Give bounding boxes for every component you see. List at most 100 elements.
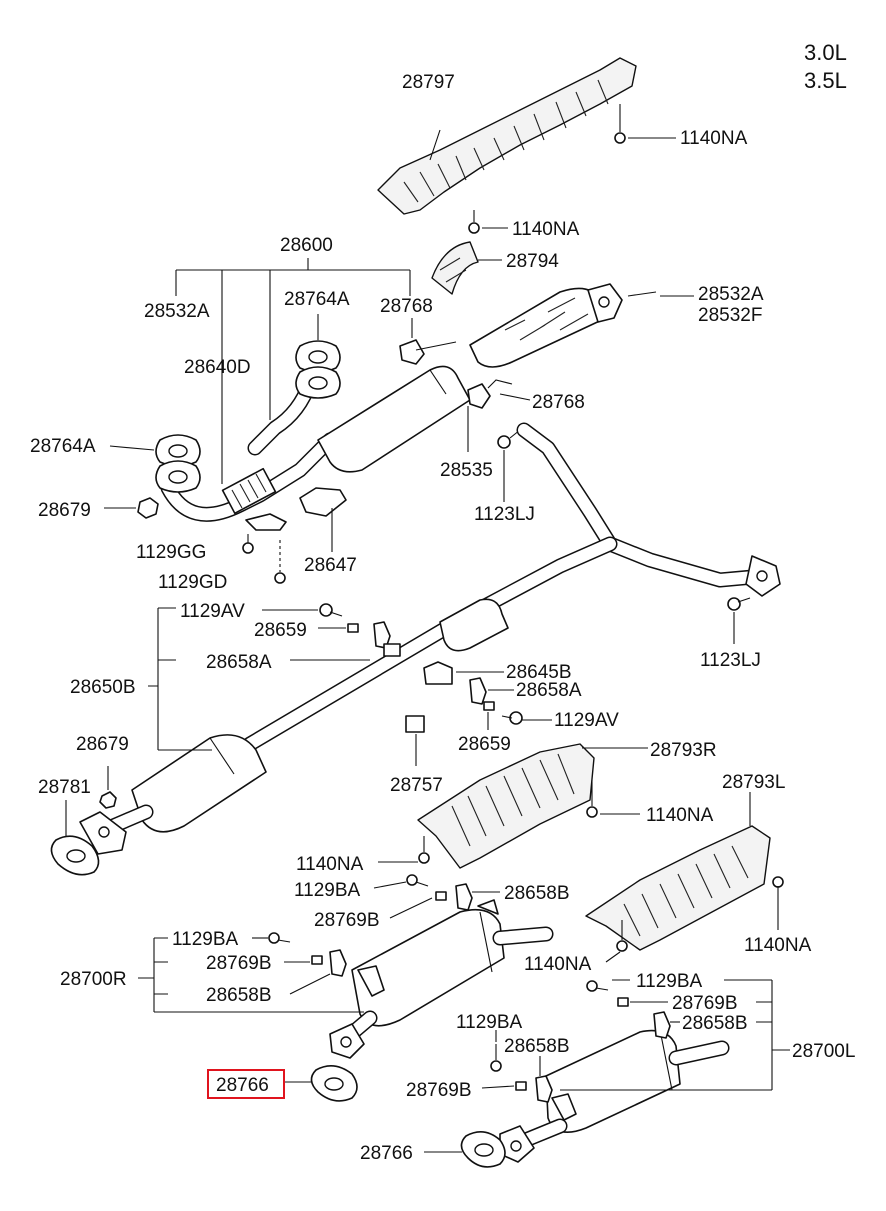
insulator-28769b-upper <box>389 891 447 919</box>
muffler-28700r <box>329 899 554 1059</box>
label-28645b: 28645B <box>506 662 572 683</box>
muffler-28700l <box>499 1029 730 1163</box>
gasket-28764a-upper <box>295 314 341 399</box>
bolt-1129gg <box>242 534 254 554</box>
gasket-28781 <box>50 800 100 876</box>
label-28797: 28797 <box>402 72 455 93</box>
label-28700r: 28700R <box>60 969 127 990</box>
label-28532a-b: 28532A <box>698 284 764 305</box>
label-28659-b: 28659 <box>458 734 511 755</box>
label-1129ba-d: 1129BA <box>456 1012 523 1033</box>
label-28769b-b: 28769B <box>206 953 272 974</box>
label-1140na-d: 1140NA <box>296 854 364 875</box>
bolt-1129ba-28700r <box>252 932 291 944</box>
hanger-28658b-upper <box>455 883 500 911</box>
label-28700l: 28700L <box>792 1041 855 1062</box>
gasket-28764a-lower <box>109 434 201 493</box>
label-28647: 28647 <box>304 555 357 576</box>
label-1140na-a: 1140NA <box>680 128 748 149</box>
bracket-28645b <box>423 661 504 685</box>
nut-28679-lower <box>99 766 117 809</box>
label-28535: 28535 <box>440 460 493 481</box>
hanger-28658a-left <box>290 621 401 661</box>
label-28532f: 28532F <box>698 305 762 326</box>
label-28658b-a: 28658B <box>504 883 570 904</box>
label-1140na-e: 1140NA <box>744 935 812 956</box>
label-28768-b: 28768 <box>532 392 585 413</box>
insulator-28769b-28700r <box>284 955 323 965</box>
label-28766-b: 28766 <box>360 1143 413 1164</box>
label-28532a-a: 28532A <box>144 301 210 322</box>
bolt-1140na-top <box>614 104 676 144</box>
label-28769b-a: 28769B <box>314 910 380 931</box>
label-28658a-a: 28658A <box>206 652 272 673</box>
label-1123lj-b: 1123LJ <box>700 650 761 671</box>
bolt-1129av-right <box>501 711 552 725</box>
hanger-28658b-28700r <box>289 949 347 995</box>
heat-protector-28794 <box>431 241 502 295</box>
heat-shield-28793l <box>585 792 771 951</box>
label-28679-b: 28679 <box>76 734 129 755</box>
bolt-1129gd <box>274 540 286 584</box>
label-1129gg: 1129GG <box>136 542 206 563</box>
hanger-28768-lower <box>467 379 531 452</box>
hanger-28658a-right <box>469 677 514 705</box>
leader-lines <box>138 129 790 1091</box>
engine-label-1: 3.0L <box>804 40 847 65</box>
highlight-box-28766 <box>207 1069 285 1099</box>
label-1129gd: 1129GD <box>158 572 227 593</box>
damper-28757 <box>405 715 425 766</box>
label-28640d: 28640D <box>184 357 251 378</box>
bolt-1123lj-lower <box>727 597 751 644</box>
insulator-28769b-28700l-left <box>481 1081 527 1091</box>
label-1129av-a: 1129AV <box>180 601 245 622</box>
label-28768-a: 28768 <box>380 296 433 317</box>
label-1129ba-c: 1129BA <box>636 971 703 992</box>
bolt-1129av-left <box>262 603 343 617</box>
label-28650b: 28650B <box>70 677 136 698</box>
bolt-1140na-shield-bottom <box>468 210 508 234</box>
bolt-1129ba-28700l-right <box>586 979 630 992</box>
label-28793l: 28793L <box>722 772 785 793</box>
insulator-28659-right <box>483 701 495 730</box>
bolt-1129ba-upper <box>373 874 429 889</box>
engine-label-2: 3.5L <box>804 68 847 93</box>
bolt-1140na-28793r-right <box>586 780 640 818</box>
nut-28679-upper <box>104 497 159 519</box>
insulator-28659-left <box>318 623 359 633</box>
label-1129av-b: 1129AV <box>554 710 619 731</box>
label-1140na-b: 1140NA <box>512 219 580 240</box>
hanger-28658b-28700l-left <box>535 1056 553 1103</box>
heat-shield-28797 <box>377 57 637 215</box>
label-28781: 28781 <box>38 777 91 798</box>
label-28679-a: 28679 <box>38 500 91 521</box>
bolt-1140na-28793r-left <box>378 836 430 864</box>
label-1123lj-a: 1123LJ <box>474 504 535 525</box>
hanger-28658b-28700l-right <box>653 1011 680 1039</box>
bolt-1140na-28793l-left <box>605 920 628 963</box>
label-28793r: 28793R <box>650 740 717 761</box>
center-pipe-28650b <box>79 422 781 855</box>
label-1129ba-a: 1129BA <box>294 880 361 901</box>
bolt-1129ba-28700l-left <box>490 1030 502 1072</box>
label-28659-a: 28659 <box>254 620 307 641</box>
label-28764a-a: 28764A <box>284 289 350 310</box>
label-1129ba-b: 1129BA <box>172 929 239 950</box>
label-28600: 28600 <box>280 235 333 256</box>
bolt-1123lj-upper <box>497 429 521 502</box>
label-28658b-c: 28658B <box>682 1013 748 1034</box>
part-labels: 28797 1140NA 1140NA 28794 28600 28532A 2… <box>30 72 855 1164</box>
heat-shield-28793r <box>417 743 648 869</box>
label-28769b-d: 28769B <box>406 1080 472 1101</box>
label-1140na-f: 1140NA <box>524 954 592 975</box>
label-28766-a: 28766 <box>216 1075 269 1096</box>
insulator-28769b-28700l-right <box>617 997 668 1007</box>
gasket-28766-right <box>284 1065 358 1102</box>
hanger-28768-upper <box>399 318 457 365</box>
label-28757: 28757 <box>390 775 443 796</box>
label-28658b-b: 28658B <box>206 985 272 1006</box>
label-1140na-c: 1140NA <box>646 805 714 826</box>
label-28658b-d: 28658B <box>504 1036 570 1057</box>
label-28658a-b: 28658A <box>516 680 582 701</box>
